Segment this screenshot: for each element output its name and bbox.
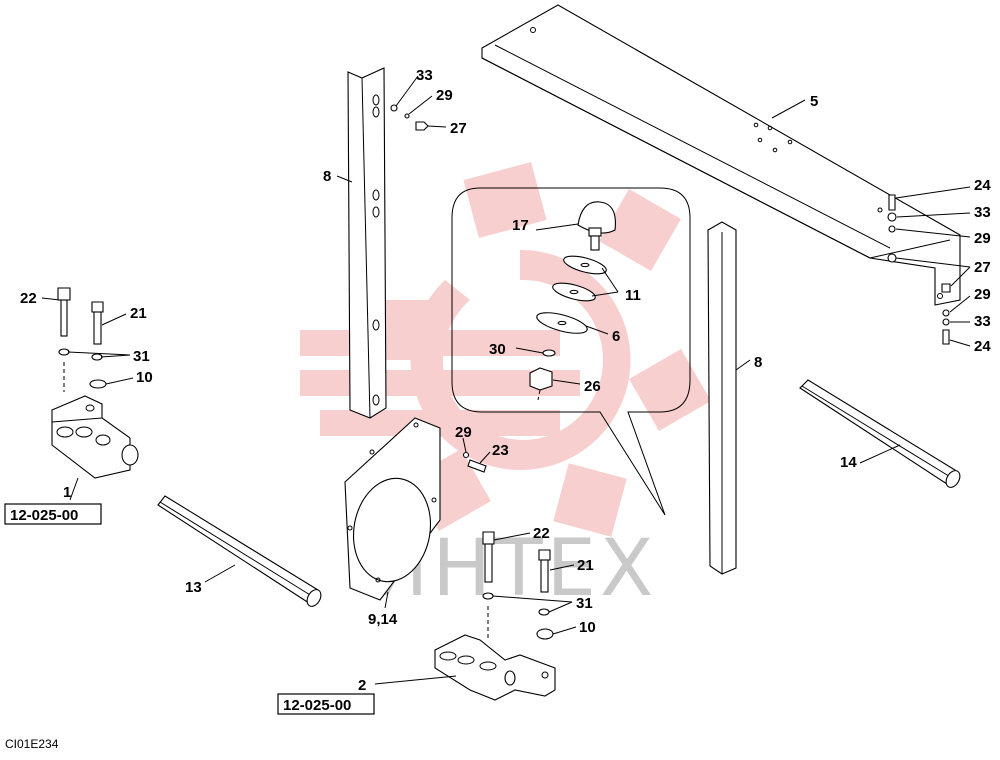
callout-13: 13: [185, 579, 202, 596]
fasteners-top-left: [390, 75, 447, 131]
callout-29-lower: 29: [974, 286, 991, 303]
callout-8-right: 8: [754, 354, 762, 371]
callout-10-left: 10: [136, 369, 153, 386]
bracket-1: [41, 287, 139, 501]
plate-9-14: [344, 417, 441, 609]
angle-bracket-8-right: [707, 221, 737, 575]
callout-22-left: 22: [20, 290, 37, 307]
callout-29-top: 29: [436, 87, 453, 104]
callout-11: 11: [625, 287, 641, 304]
callout-10-bottom: 10: [579, 619, 596, 636]
callout-22-bottom: 22: [533, 525, 550, 542]
callout-29-plate: 29: [455, 424, 472, 441]
callout-6: 6: [612, 328, 620, 345]
callout-26: 26: [584, 378, 601, 395]
callout-27-right: 27: [974, 259, 991, 276]
callout-24-top: 24: [974, 177, 991, 194]
rod-14: [799, 379, 961, 488]
angle-bracket-8-left: [347, 67, 387, 419]
callout-21-left: 21: [130, 305, 147, 322]
cover-part-5: [481, 4, 961, 306]
callout-29-right: 29: [974, 230, 991, 247]
drawing-code: CI01E234: [5, 737, 59, 751]
callout-31-bottom: 31: [576, 595, 593, 612]
bracket-2: [374, 531, 577, 701]
callout-31-left: 31: [133, 348, 150, 365]
callout-27-top: 27: [450, 120, 467, 137]
rod-13: [157, 495, 322, 607]
fasteners-right: [887, 186, 971, 347]
reference-label-2: 12-025-00: [283, 697, 351, 714]
callout-30: 30: [489, 341, 506, 358]
callout-2: 2: [358, 677, 366, 694]
callout-9-14: 9,14: [368, 611, 398, 628]
callout-17: 17: [512, 217, 529, 234]
callout-33-top: 33: [416, 67, 433, 84]
callout-23: 23: [492, 442, 509, 459]
fasteners-plate: [462, 437, 491, 473]
detail-balloon: [451, 187, 691, 516]
callout-labels: 5 8 8 33 29 27 17 11 6 30 26 24 33 29 27…: [20, 67, 991, 694]
callout-5: 5: [810, 93, 818, 110]
reference-box-2[interactable]: 12-025-00: [277, 693, 375, 715]
callout-8-left: 8: [323, 168, 331, 185]
reference-label-1: 12-025-00: [10, 507, 78, 524]
callout-1: 1: [63, 484, 71, 501]
callout-33-lower: 33: [974, 313, 991, 330]
callout-33-right: 33: [974, 204, 991, 221]
callout-14: 14: [840, 454, 857, 471]
callout-21-bottom: 21: [577, 557, 594, 574]
callout-24-lower: 24: [974, 338, 991, 355]
reference-box-1[interactable]: 12-025-00: [4, 503, 102, 525]
